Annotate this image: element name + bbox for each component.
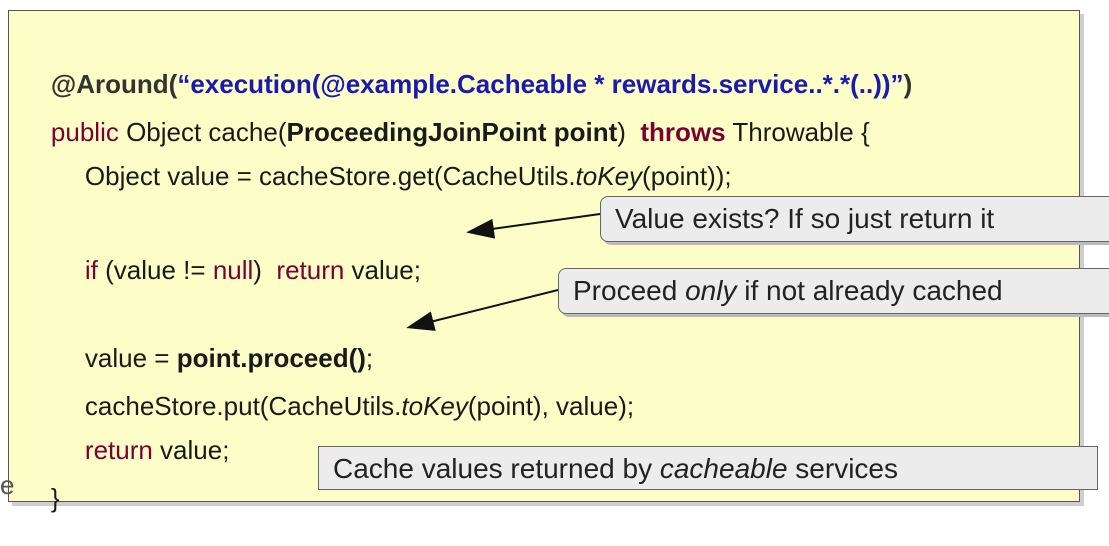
note-emphasis: cacheable xyxy=(659,453,788,484)
callout-proceed-only: Proceed only if not already cached xyxy=(558,268,1109,314)
annotation-name: @Around( xyxy=(50,69,178,99)
callout-text-2: if not already cached xyxy=(736,275,1003,306)
code-line-return: return value; xyxy=(56,402,230,498)
caption-note: Cache values returned by cacheable servi… xyxy=(318,446,1098,490)
code-text: Object value = cacheStore.get(CacheUtils… xyxy=(84,161,576,191)
annotation-close: ) xyxy=(903,69,913,99)
keyword-return: return xyxy=(84,435,153,465)
code-line-annotation: @Around(“execution(@example.Cacheable * … xyxy=(22,36,912,132)
keyword-throws: throws xyxy=(640,117,726,147)
code-text: (value != xyxy=(97,255,213,285)
note-text: Cache values returned by xyxy=(333,453,660,484)
callout-emphasis: only xyxy=(685,275,737,306)
pointcut-expression: “execution(@example.Cacheable * rewards.… xyxy=(177,69,904,99)
callout-text: Value exists? If so just return it xyxy=(615,203,995,234)
keyword-null: null xyxy=(212,255,254,285)
note-text-2: services xyxy=(787,453,898,484)
edge-letter: e xyxy=(0,470,15,500)
code-panel xyxy=(8,10,1080,502)
code-text: cacheStore.put(CacheUtils. xyxy=(84,391,402,421)
code-line-get: Object value = cacheStore.get(CacheUtils… xyxy=(56,128,732,224)
method-tokey: toKey xyxy=(575,161,643,191)
proceed-call: point.proceed() xyxy=(176,343,366,373)
code-text-2: ) xyxy=(253,255,277,285)
keyword-public: public xyxy=(50,117,119,147)
method-tokey: toKey xyxy=(401,391,468,421)
keyword-return: return xyxy=(276,255,345,285)
code-text-2: (point), value); xyxy=(467,391,635,421)
signature-text-3: Throwable { xyxy=(725,117,870,147)
signature-text-2: ) xyxy=(617,117,641,147)
code-line-proceed: value = point.proceed(); xyxy=(56,310,373,406)
keyword-if: if xyxy=(84,255,98,285)
code-text-3: value; xyxy=(344,255,421,285)
code-text: value = xyxy=(84,343,177,373)
slide: @Around(“execution(@example.Cacheable * … xyxy=(0,10,1109,513)
code-line-signature: public Object cache(ProceedingJoinPoint … xyxy=(22,84,870,180)
signature-param: ProceedingJoinPoint point xyxy=(286,117,618,147)
closing-brace: } xyxy=(50,483,60,513)
code-line-closing-brace: } xyxy=(22,450,60,546)
signature-text: Object cache( xyxy=(118,117,287,147)
code-text-2: ; xyxy=(365,343,374,373)
callout-value-exists: Value exists? If so just return it xyxy=(600,196,1109,242)
callout-text: Proceed xyxy=(573,275,686,306)
code-text: value; xyxy=(152,435,230,465)
code-line-put: cacheStore.put(CacheUtils.toKey(point), … xyxy=(56,358,634,454)
code-text-2: (point)); xyxy=(642,161,732,191)
code-line-if: if (value != null) return value; xyxy=(56,222,421,318)
